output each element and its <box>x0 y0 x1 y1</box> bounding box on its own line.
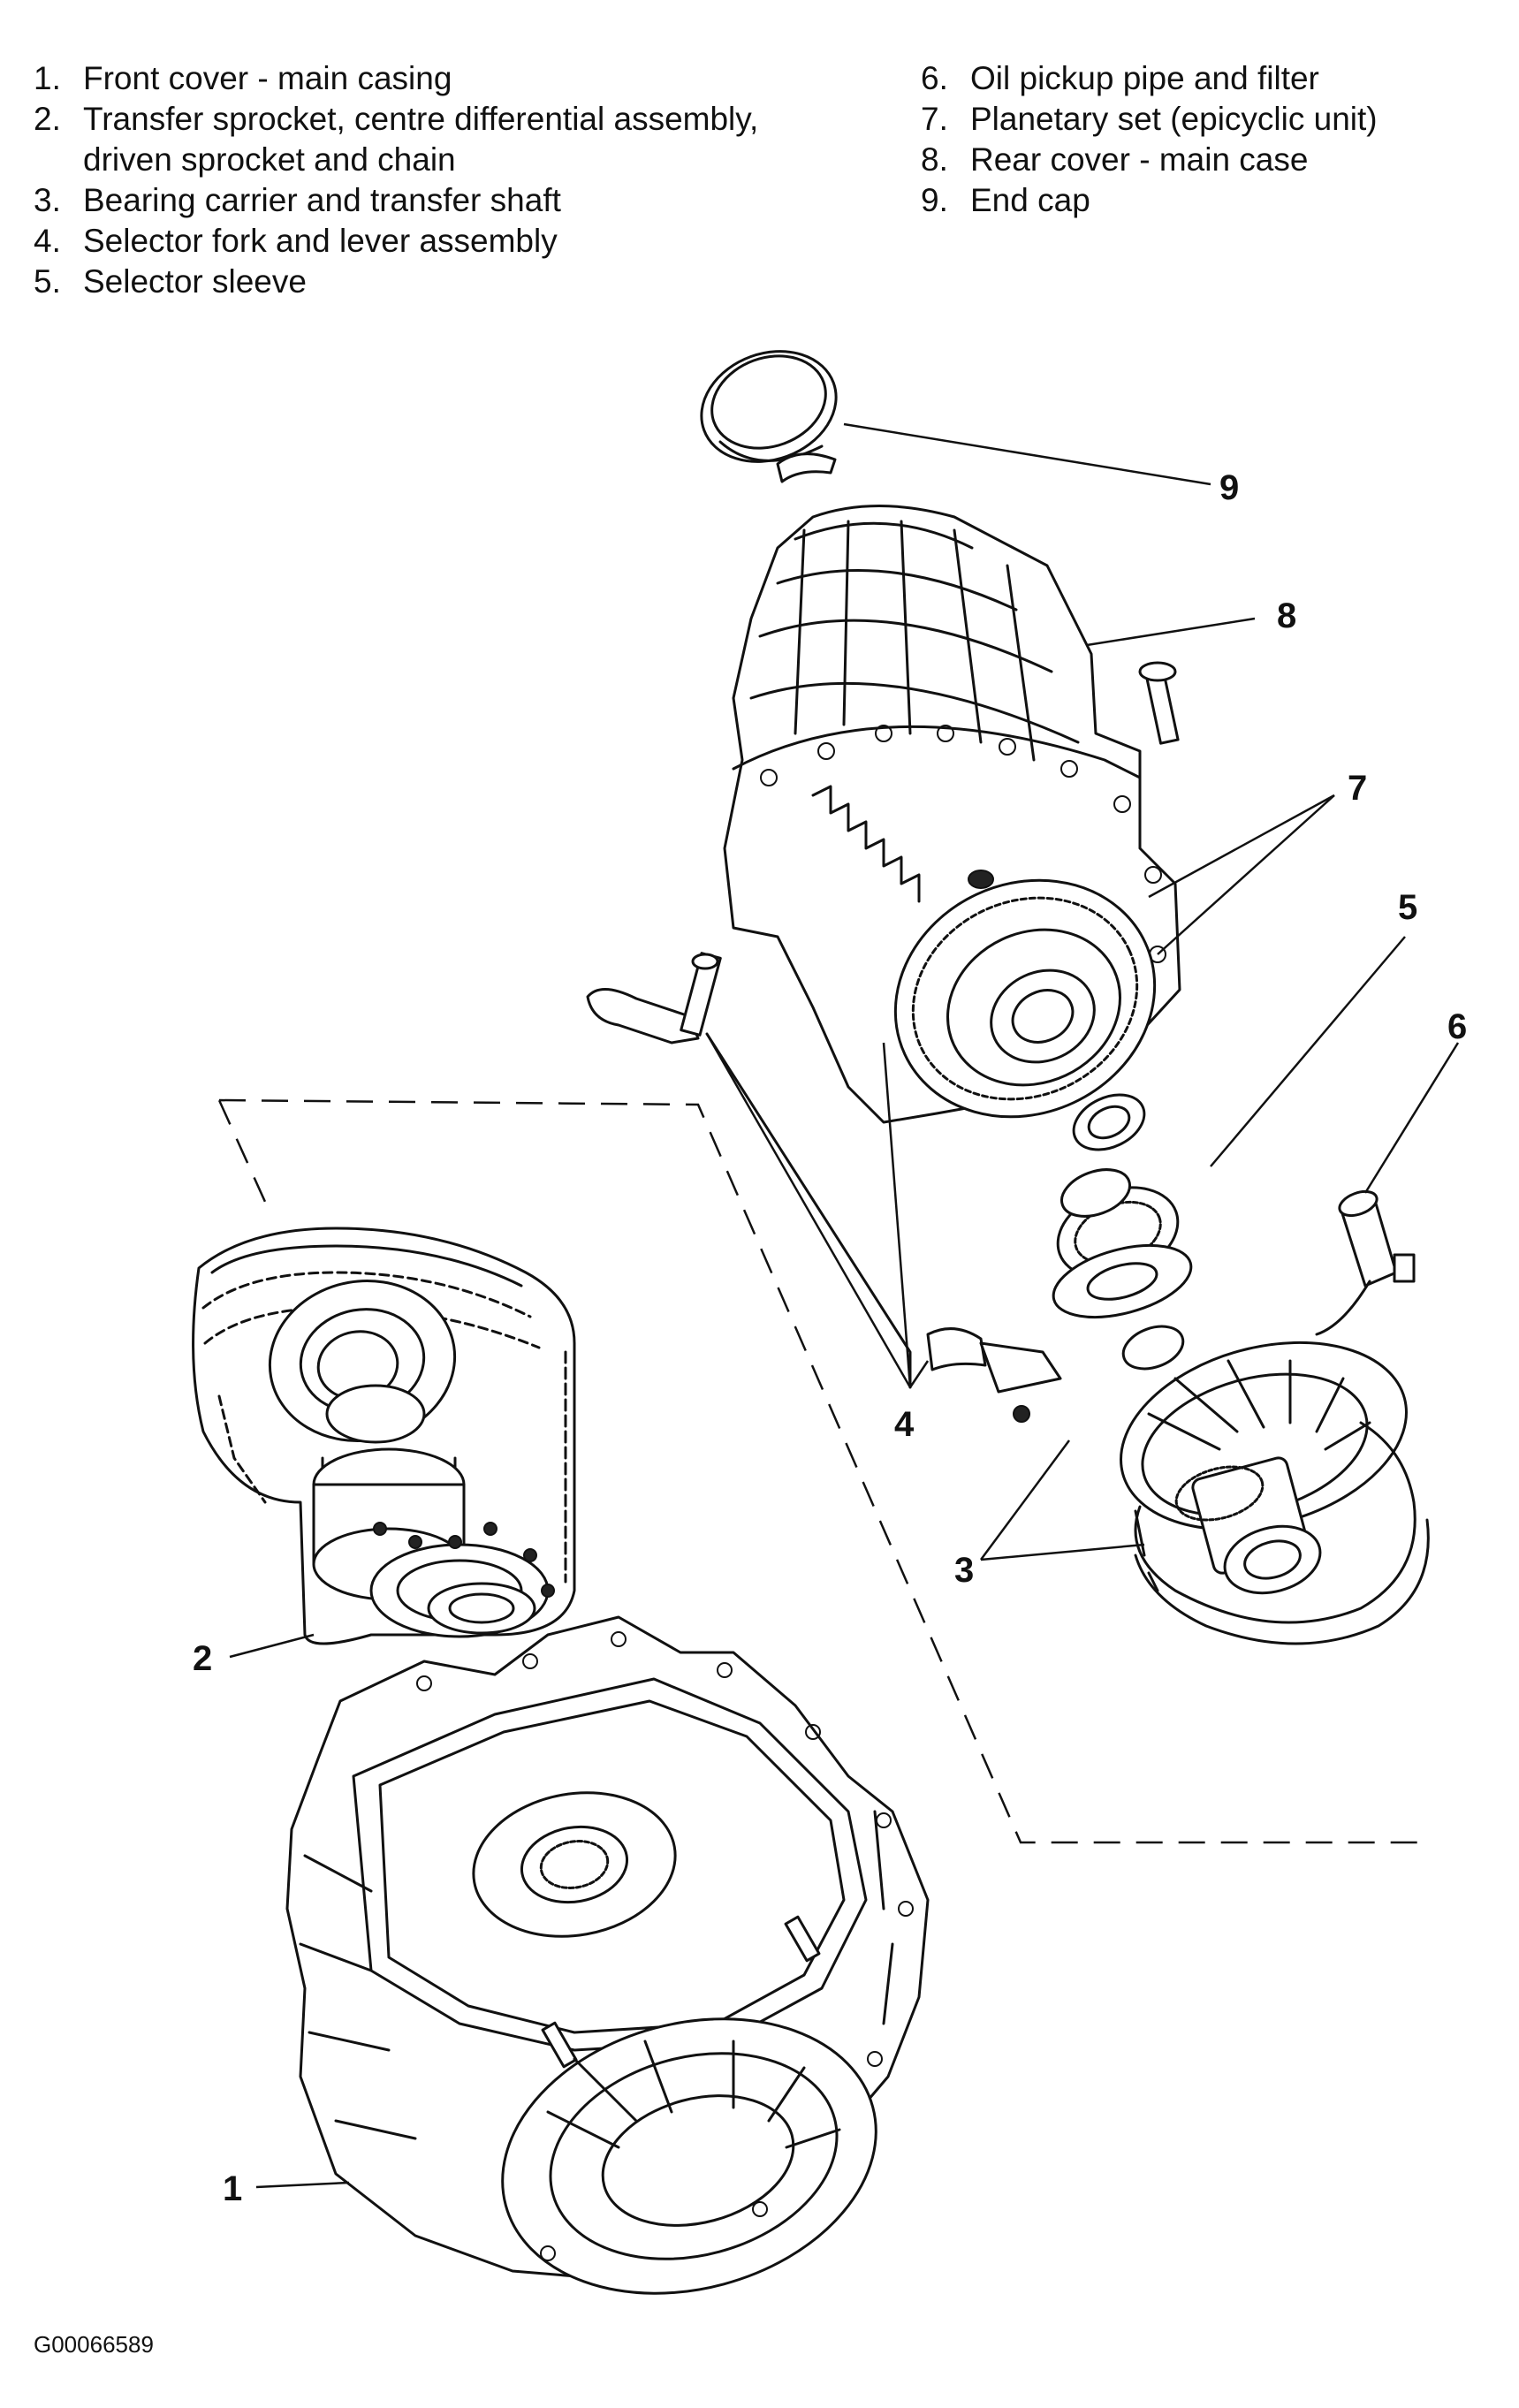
legend-item-8: 8. Rear cover - main case <box>921 140 1486 180</box>
legend-num: 7. <box>921 101 948 137</box>
legend-num: 8. <box>921 141 948 178</box>
rear-cover-bolt <box>1138 661 1180 745</box>
legend-text: Planetary set (epicyclic unit) <box>970 101 1378 137</box>
leader-5 <box>1210 936 1406 1167</box>
legend-num: 9. <box>921 182 948 218</box>
leader-lines <box>229 422 1460 2189</box>
callout-8: 8 <box>1277 596 1296 635</box>
leader-7b <box>1157 794 1335 955</box>
legend-item-2: 2. Transfer sprocket, centre differentia… <box>34 99 864 140</box>
front-cover-main-casing <box>285 1615 930 2295</box>
legend-num: 2. <box>34 101 61 137</box>
legend-num: 4. <box>34 223 61 259</box>
callout-1: 1 <box>223 2169 242 2208</box>
callout-2: 2 <box>193 1639 212 1678</box>
leader-6 <box>1363 1042 1460 1194</box>
leader-3b <box>980 1543 1145 1561</box>
legend-item-6: 6. Oil pickup pipe and filter <box>921 58 1486 99</box>
callout-7: 7 <box>1348 769 1367 808</box>
legend-item-3: 3. Bearing carrier and transfer shaft <box>34 180 864 221</box>
transfer-sprocket-chain-assembly <box>192 1227 576 1645</box>
assembly-dashed-outline <box>217 1098 1430 1844</box>
legend-item-5: 5. Selector sleeve <box>34 262 864 302</box>
legend-text: Rear cover - main case <box>970 141 1309 178</box>
casing-studs <box>541 1915 821 2069</box>
oil-pickup-pipe-filter <box>1315 1189 1416 1336</box>
leader-7a <box>1148 794 1335 899</box>
leader-9 <box>843 422 1211 486</box>
casing-bolt-holes <box>416 1631 914 2261</box>
legend-item-9: 9. End cap <box>921 180 1486 221</box>
legend-text: Oil pickup pipe and filter <box>970 60 1319 96</box>
flange-bolt-holes <box>760 725 1166 963</box>
callout-4: 4 <box>894 1405 915 1444</box>
legend-item-1: 1. Front cover - main casing <box>34 58 864 99</box>
leader-4b <box>882 1042 912 1388</box>
leader-2 <box>229 1633 315 1659</box>
leader-4c <box>908 1360 930 1388</box>
sprocket-bolt-holes <box>373 1522 555 1598</box>
selector-fork-lever <box>586 952 1062 1423</box>
leader-4a <box>705 1033 912 1388</box>
callout-3: 3 <box>954 1551 974 1590</box>
legend-text: End cap <box>970 182 1090 218</box>
callout-6: 6 <box>1447 1007 1467 1046</box>
legend-num: 1. <box>34 60 61 96</box>
callout-numbers: 9 8 7 5 6 4 3 2 1 <box>193 468 1467 2208</box>
leader-8 <box>1086 617 1256 647</box>
callout-9: 9 <box>1219 468 1239 507</box>
legend-num: 6. <box>921 60 948 96</box>
bearing-carrier-transfer-shaft <box>1060 1168 1430 1645</box>
end-cap <box>700 350 838 483</box>
leader-3a <box>979 1439 1071 1561</box>
legend-text: Bearing carrier and transfer shaft <box>83 182 561 218</box>
planetary-set <box>893 870 1157 1151</box>
legend-text: Transfer sprocket, centre differential a… <box>83 101 759 137</box>
legend-text: Front cover - main casing <box>83 60 452 96</box>
figure-id: G00066589 <box>34 2331 154 2358</box>
leader-1 <box>255 2181 350 2189</box>
legend-item-7: 7. Planetary set (epicyclic unit) <box>921 99 1486 140</box>
legend-num: 3. <box>34 182 61 218</box>
legend-item-2-cont: driven sprocket and chain <box>34 140 864 180</box>
legend-text: driven sprocket and chain <box>83 141 456 178</box>
callout-5: 5 <box>1398 888 1417 927</box>
legend-left: 1. Front cover - main casing 2. Transfer… <box>34 58 864 302</box>
legend-item-4: 4. Selector fork and lever assembly <box>34 221 864 262</box>
legend-text: Selector fork and lever assembly <box>83 223 558 259</box>
legend-right: 6. Oil pickup pipe and filter 7. Planeta… <box>921 58 1486 221</box>
legend-num: 5. <box>34 263 61 300</box>
legend-text: Selector sleeve <box>83 263 307 300</box>
